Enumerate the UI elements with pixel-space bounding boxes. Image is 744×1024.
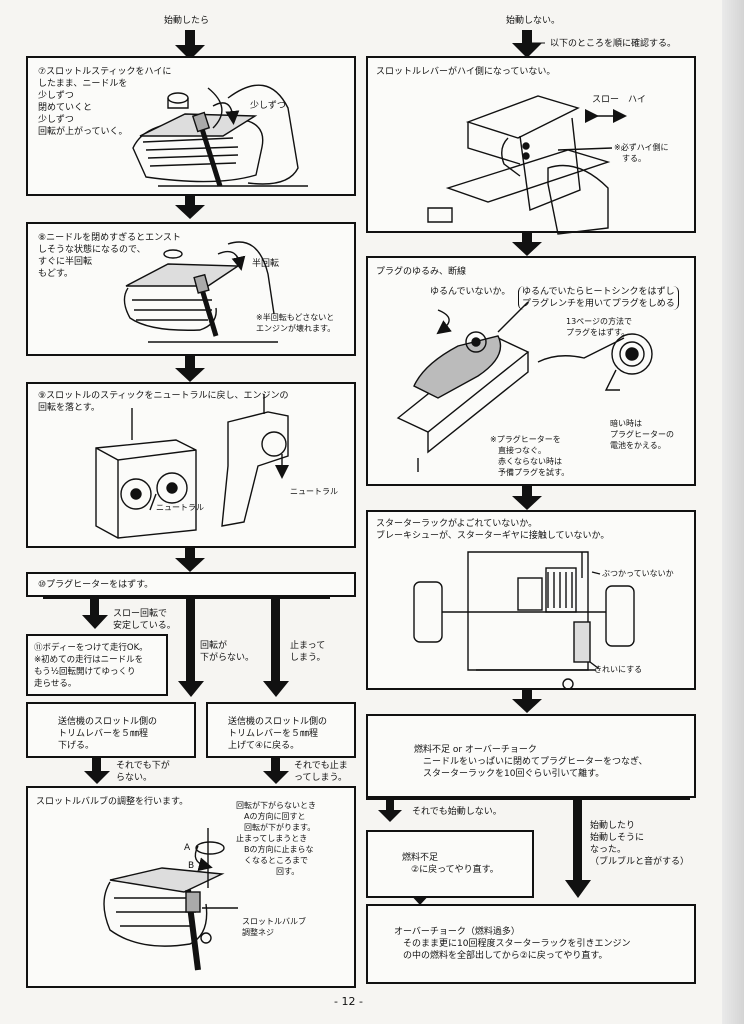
still-stop: それでも止ま ってしまう。	[294, 761, 348, 783]
rack-title: スターターラックがよごれていないか。 ブレーキシューが、スターターギヤに接触して…	[376, 519, 610, 541]
step8-note: ※半回転もどさないと エンジンが壊れます。	[256, 313, 336, 333]
step11-text: ⑪ボディーをつけて走行OK。 ※初めての走行はニードルを もう½回転開けてゆっく…	[34, 643, 148, 689]
step9-text: ⑨スロットルのスティックをニュートラルに戻し、エンジンの 回転を落とす。	[38, 391, 289, 413]
plug-loose-label: ゆるんでいないか。	[430, 287, 511, 297]
valve-label-b: B	[188, 861, 195, 871]
rack-clean-label: きれいにする	[594, 665, 643, 674]
step10-box: ⑩プラグヒーターをはずす。	[26, 572, 356, 597]
chassis-illustration	[413, 551, 635, 690]
branch-stable: スロー回転で 安定している。	[113, 609, 176, 631]
step8-box: ⑧ニードルを閉めすぎるとエンスト しそうな状態になるので、 すぐに半回転 もどす…	[26, 222, 356, 356]
lever-note: ※必ずハイ側に する。	[614, 143, 669, 163]
throttle-lever-illustration	[427, 95, 627, 235]
throttle-valve-illustration	[103, 828, 238, 971]
transmitter-illustration	[95, 394, 289, 539]
step9-box: ⑨スロットルのスティックをニュートラルに戻し、エンジンの 回転を落とす。 ニュー…	[26, 382, 356, 548]
shortage-box: 燃料不足 ②に戻ってやり直す。	[366, 830, 534, 898]
trim-up-text: 送信機のスロットル側の トリムレバーを５㎜程 上げて④に戻る。	[228, 717, 328, 751]
plug-fix-note: ゆるんでいたらヒートシンクをはずし プラグレンチを用いてプラグをしめる	[518, 286, 679, 310]
started-note: 始動したり 始動しそうに なった。 （ブルブルと音がする）	[590, 821, 690, 867]
neutral-label-a: ニュートラル	[156, 503, 204, 512]
trim-up-box: 送信機のスロットル側の トリムレバーを５㎜程 上げて④に戻る。	[206, 702, 356, 758]
engine-needle-illustration	[132, 84, 308, 187]
slow-high-label: スロー ハイ	[592, 95, 646, 105]
page-edge-shadow	[722, 0, 744, 1024]
start-label: 始動したら	[164, 16, 210, 26]
branch-not-down: 回転が 下がらない。	[200, 641, 255, 663]
fuel-box: 燃料不足 or オーバーチョーク ニードルをいっぱいに閉めてプラグヒーターをつな…	[366, 714, 696, 798]
plug-page13-note: 13ページの方法で プラグをはずす。	[566, 317, 633, 337]
check-order-label: 以下のところを順に確認する。	[550, 39, 677, 49]
trim-down-box: 送信機のスロットル側の トリムレバーを５㎜程 下げる。	[26, 702, 196, 758]
step7-side-label: 少しずつ	[250, 101, 286, 111]
page-number: - 12 -	[334, 995, 363, 1008]
plug-title: プラグのゆるみ、断線	[376, 267, 467, 277]
branch-stop: 止まって しまう。	[290, 641, 326, 663]
overchoke-text: オーバーチョーク（燃料過多） そのまま更に10回程度スターターラックを引きエンジ…	[394, 927, 631, 961]
rack-box: スターターラックがよごれていないか。 ブレーキシューが、スターターギヤに接触して…	[366, 510, 696, 690]
valve-label-a: A	[184, 843, 191, 853]
valve-title: スロットルバルブの調整を行います。	[36, 797, 189, 807]
fuel-text: 燃料不足 or オーバーチョーク ニードルをいっぱいに閉めてプラグヒーターをつな…	[414, 745, 648, 779]
lever-box: スロットルレバーがハイ側になっていない。 スロー ハイ ※必ずハイ側に する。	[366, 56, 696, 235]
step7-box: ⑦スロットルスティックをハイに したまま、ニードルを 少しずつ 閉めていくと 少…	[26, 56, 356, 196]
step11-box: ⑪ボディーをつけて走行OK。 ※初めての走行はニードルを もう½回転開けてゆっく…	[26, 634, 168, 696]
engine-needle-illustration-2	[123, 241, 278, 343]
valve-screw-label: スロットルバルブ 調整ネジ	[242, 917, 306, 937]
plug-heater-illustration	[396, 301, 653, 472]
plug-box: プラグのゆるみ、断線 ゆるんでいないか。 ゆるんでいたらヒートシンクをはずし プ…	[366, 256, 696, 486]
still-not-down: それでも下が らない。	[116, 761, 170, 783]
plug-heater-note: ※プラグヒーターを 直接つなぐ。 赤くならない時は 予備プラグを試す。	[490, 435, 570, 477]
neutral-label-b: ニュートラル	[290, 487, 338, 496]
still-no-start: それでも始動しない。	[412, 807, 502, 817]
plug-dark-note: 暗い時は プラグヒーターの 電池をかえる。	[610, 419, 674, 450]
no-start-label: 始動しない。	[506, 16, 561, 26]
shortage-text: 燃料不足 ②に戻ってやり直す。	[402, 853, 499, 875]
step7-text: ⑦スロットルスティックをハイに したまま、ニードルを 少しずつ 閉めていくと 少…	[38, 67, 172, 137]
step10-text: ⑩プラグヒーターをはずす。	[38, 580, 154, 590]
trim-down-text: 送信機のスロットル側の トリムレバーを５㎜程 下げる。	[58, 717, 158, 751]
valve-box: スロットルバルブの調整を行います。 回転が下がらないとき Aの方向に回すと 回転…	[26, 786, 356, 988]
rack-hit-label: ぶつかっていないか	[602, 569, 674, 578]
lever-title: スロットルレバーがハイ側になっていない。	[376, 67, 556, 77]
overchoke-box: オーバーチョーク（燃料過多） そのまま更に10回程度スターターラックを引きエンジ…	[366, 904, 696, 984]
valve-note: 回転が下がらないとき Aの方向に回すと 回転が下がります。 止まってしまうとき …	[236, 801, 316, 876]
step8-text: ⑧ニードルを閉めすぎるとエンスト しそうな状態になるので、 すぐに半回転 もどす…	[38, 233, 181, 279]
